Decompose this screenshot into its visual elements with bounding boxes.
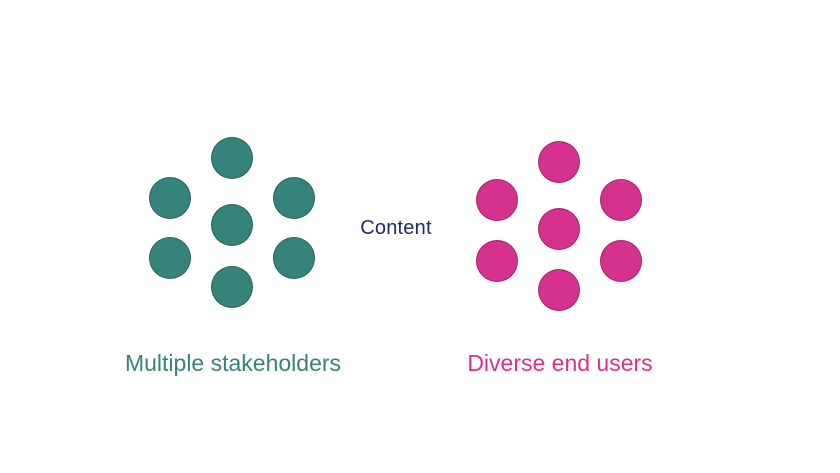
stakeholder-dot-lower-left <box>149 237 191 279</box>
end-user-dot-upper-left <box>476 179 518 221</box>
stakeholder-dot-center <box>211 204 253 246</box>
end-user-dot-lower-left <box>476 240 518 282</box>
end-user-dot-center <box>538 208 580 250</box>
end-users-label: Diverse end users <box>467 350 653 376</box>
content-label: Content <box>360 217 432 239</box>
end-users-dot-cluster <box>459 125 659 325</box>
end-user-dot-lower-right <box>600 240 642 282</box>
end-user-dot-upper-right <box>600 179 642 221</box>
stakeholder-dot-top <box>211 137 253 179</box>
stakeholders-label: Multiple stakeholders <box>124 350 342 376</box>
stakeholders-dot-cluster <box>132 120 332 320</box>
stakeholder-dot-upper-left <box>149 177 191 219</box>
stakeholder-dot-upper-right <box>273 177 315 219</box>
stakeholder-dot-bottom <box>211 266 253 308</box>
end-user-dot-bottom <box>538 269 580 311</box>
stakeholder-dot-lower-right <box>273 237 315 279</box>
end-user-dot-top <box>538 141 580 183</box>
